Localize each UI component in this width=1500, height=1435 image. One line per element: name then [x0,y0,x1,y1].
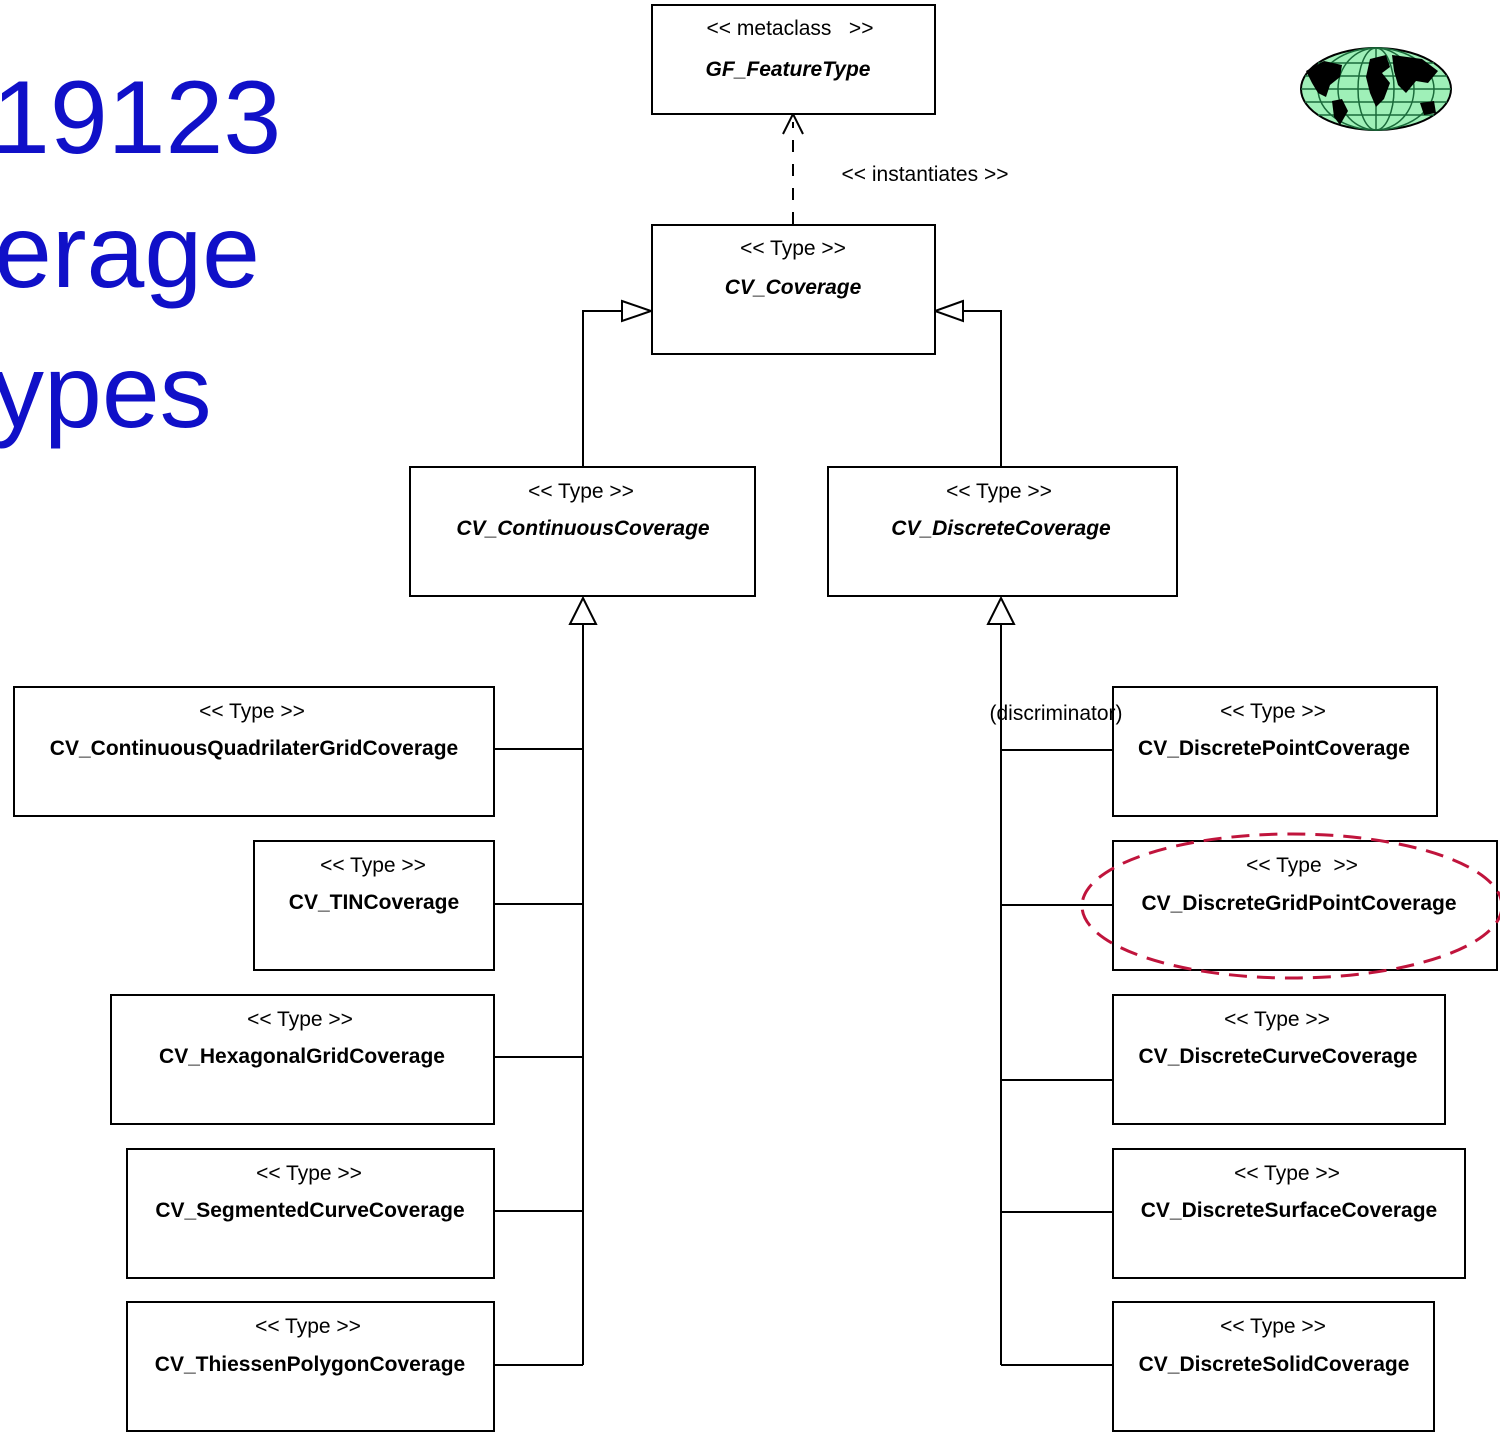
class-box-continuous-child [126,1148,495,1279]
class-stereotype: << Type >> [256,1162,362,1185]
continuous-stereotype: << Type >> [528,480,634,503]
class-box-cv-continuouscoverage [409,466,756,597]
class-stereotype: << Type >> [1234,1162,1340,1185]
class-stereotype: << Type >> [1220,700,1326,723]
class-stereotype: << Type >> [1220,1315,1326,1338]
discrete-name: CV_DiscreteCoverage [891,517,1111,540]
class-stereotype: << Type >> [1246,854,1358,877]
generalization-discrete-arrowhead [932,299,964,323]
class-name: CV_SegmentedCurveCoverage [155,1199,464,1222]
title-line-1: 19123 [0,60,282,176]
title-line-3: ypes [0,334,212,450]
class-stereotype: << Type >> [199,700,305,723]
discriminator-label: (discriminator) [989,702,1122,725]
discrete-trunk-arrowhead [986,595,1016,625]
class-box-continuous-child [110,994,495,1125]
discrete-stereotype: << Type >> [946,480,1052,503]
class-name: CV_HexagonalGridCoverage [159,1045,445,1068]
class-box-discrete-child [1112,840,1498,971]
class-name: CV_DiscreteSolidCoverage [1139,1353,1410,1376]
class-name: CV_DiscreteSurfaceCoverage [1141,1199,1437,1222]
class-stereotype: << Type >> [247,1008,353,1031]
class-name: CV_DiscreteGridPointCoverage [1141,892,1456,915]
class-name: CV_ContinuousQuadrilaterGridCoverage [50,737,458,760]
class-box-discrete-child [1112,1301,1435,1432]
class-box-continuous-child [13,686,495,817]
class-stereotype: << Type >> [1224,1008,1330,1031]
meta-name: GF_FeatureType [706,58,871,81]
class-name: CV_DiscretePointCoverage [1138,737,1410,760]
generalization-continuous-arrowhead [621,299,655,323]
highlight-ellipse [1080,832,1500,980]
class-name: CV_DiscreteCurveCoverage [1139,1045,1418,1068]
title-line-2: erage [0,194,260,310]
root-name: CV_Coverage [725,276,862,299]
dependency-label: << instantiates >> [842,163,1009,186]
class-stereotype: << Type >> [255,1315,361,1338]
meta-stereotype: << metaclass >> [707,17,874,40]
root-stereotype: << Type >> [740,237,846,260]
continuous-trunk-arrowhead [568,595,598,625]
generalization-continuous-line [582,310,622,466]
generalization-discrete-line [963,310,1002,466]
class-box-continuous-child [253,840,495,971]
globe-logo-icon [1300,47,1452,131]
class-box-continuous-child [126,1301,495,1432]
class-box-cv-coverage [651,224,936,355]
class-name: CV_ThiessenPolygonCoverage [155,1353,465,1376]
continuous-name: CV_ContinuousCoverage [456,517,710,540]
class-box-discrete-child [1112,1148,1466,1279]
class-name: CV_TINCoverage [289,891,459,914]
class-box-cv-discretecoverage [827,466,1178,597]
class-box-gf-featuretype [651,4,936,115]
class-box-discrete-child [1112,686,1438,817]
class-box-discrete-child [1112,994,1446,1125]
class-stereotype: << Type >> [320,854,426,877]
